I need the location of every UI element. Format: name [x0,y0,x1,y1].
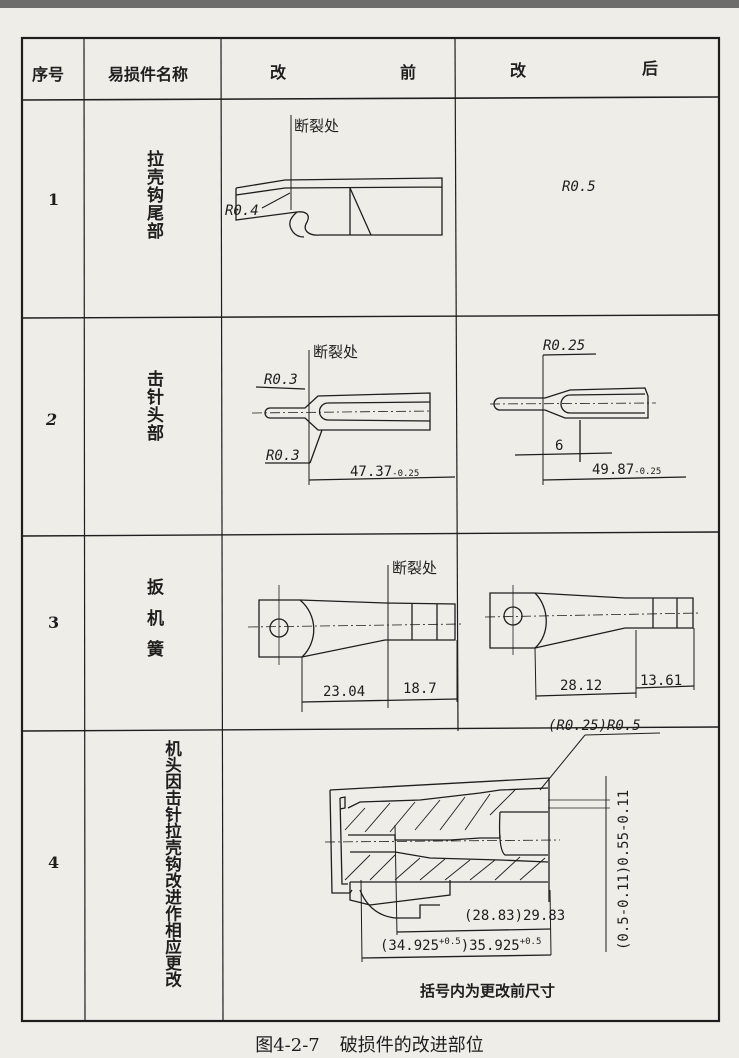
row2-radius-after: R0.25 [543,338,585,354]
row2-length-after: 49.87-0.25 [592,462,661,478]
row-no-1: 1 [48,190,59,209]
header-no: 序号 [32,65,64,84]
row2-part-name: 击针头部 [143,370,163,442]
row4-drawing [324,732,661,963]
scan-edge [0,0,739,8]
header-before-2: 前 [400,63,416,82]
figure-title: 破损件的改进部位 [339,1035,484,1056]
header-part-name: 易损件名称 [108,65,188,84]
row3-before-drawing [247,565,463,712]
row4-note: 括号内为更改前尺寸 [420,982,555,1000]
row1-before-drawing [235,115,443,238]
row2-length-before: 47.37-0.25 [350,464,419,480]
row4-dim-a: (28.83)29.83 [464,908,565,924]
row-no-4: 4 [48,853,59,872]
row1-part-name: 拉壳钩尾部 [143,150,163,240]
row2-after-drawing [489,353,687,485]
row3-dim-b-before: 18.7 [403,681,437,697]
row3-dim-a-after: 28.12 [560,678,602,694]
row2-dim-six: 6 [555,438,563,454]
row3-dim-b-after: 13.61 [640,673,682,689]
header-after-1: 改 [510,61,527,80]
row-no-3: 3 [48,613,59,632]
row1-fracture-label: 断裂处 [294,117,339,135]
row1-radius-after: R0.5 [562,179,596,195]
table-grid [20,36,721,1023]
header-after-2: 后 [642,59,658,78]
figure-caption: 图4-2-7 破损件的改进部位 [0,1031,739,1057]
row3-fracture-label: 断裂处 [392,559,437,577]
row1-radius-before: R0.4 [225,203,259,219]
row2-radius-top: R0.3 [264,372,298,388]
row3-dim-a-before: 23.04 [323,684,365,700]
row4-vertical-dim: (0.5-0.11)0.55-0.11 [616,790,632,950]
row4-dim-b: (34.925+0.5)35.925+0.5 [380,937,541,954]
row4-radius: (R0.25)R0.5 [548,718,641,734]
row4-part-name: 机头因击针拉壳钩改进作相应更改 [162,740,182,988]
header-before-1: 改 [270,63,287,82]
figure-label: 图4-2-7 [255,1035,320,1056]
row2-radius-bottom: R0.3 [266,448,300,464]
row3-part-name: 扳机簧 [143,578,163,671]
row2-before-drawing [251,350,456,485]
row2-fracture-label: 断裂处 [313,343,358,361]
row3-after-drawing [484,585,701,701]
row-no-2: 2 [45,410,57,429]
